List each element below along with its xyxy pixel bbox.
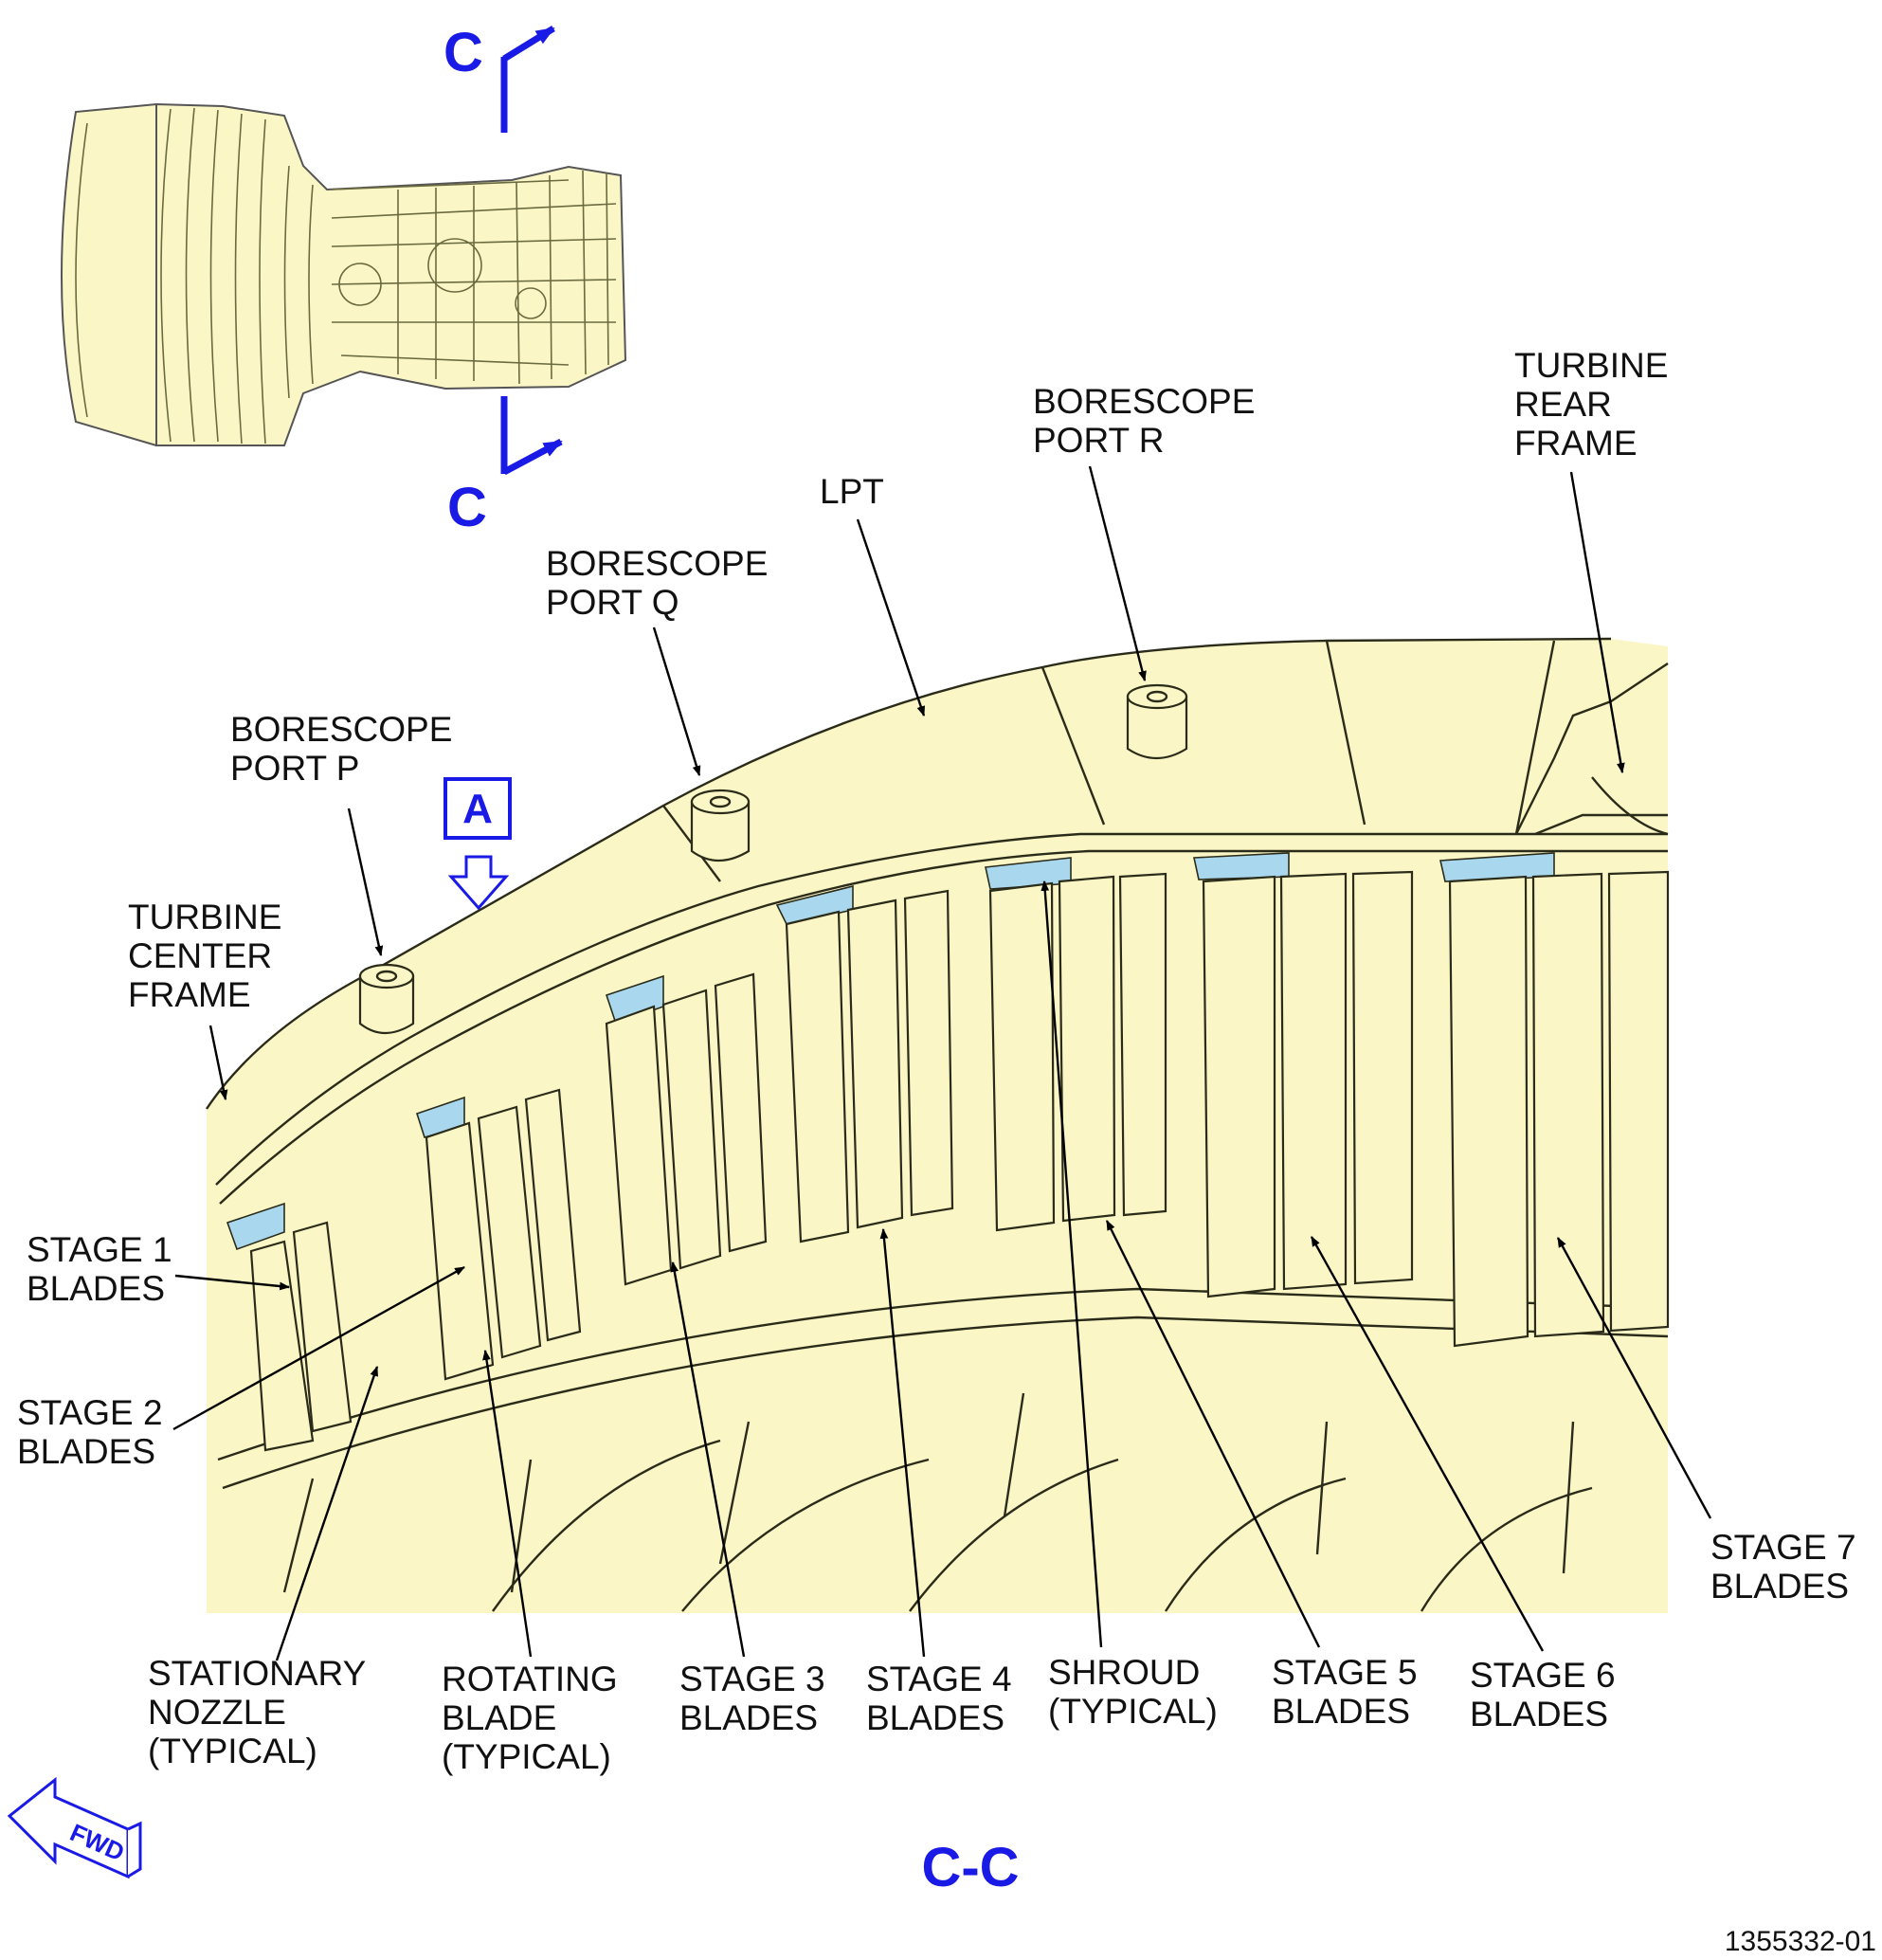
label-line: BORESCOPE bbox=[230, 710, 452, 749]
leader-turbine-rear-frame bbox=[1569, 471, 1625, 774]
label-line: SHROUD bbox=[1048, 1653, 1200, 1692]
leader-borescope-port-p bbox=[347, 808, 384, 957]
fwd-arrow: FWD bbox=[7, 1776, 142, 1879]
label-line: ROTATING bbox=[442, 1660, 618, 1698]
leader-lpt bbox=[856, 518, 926, 717]
borescope-port-r-body bbox=[1126, 683, 1188, 759]
label-line: STAGE 7 bbox=[1710, 1528, 1856, 1567]
blade-row-stage-4 bbox=[785, 889, 954, 1243]
borescope-port-p-body bbox=[358, 963, 415, 1034]
blade-row-stage-5 bbox=[988, 872, 1167, 1232]
label-line: PORT R bbox=[1033, 421, 1164, 460]
label-line: BORESCOPE bbox=[1033, 382, 1255, 421]
leader-borescope-port-q bbox=[652, 626, 701, 777]
label-line: BLADES bbox=[17, 1432, 155, 1471]
section-mark-bottom: C bbox=[447, 477, 487, 538]
label-line: FRAME bbox=[128, 975, 251, 1014]
blade-row-stage-2 bbox=[425, 1088, 582, 1381]
label-line: STAGE 6 bbox=[1470, 1656, 1616, 1695]
label-line: TURBINE bbox=[1514, 346, 1668, 385]
leader-stage-4-blades bbox=[879, 1227, 926, 1658]
blade-row-stage-6 bbox=[1202, 870, 1414, 1298]
view-marker-a-letter: A bbox=[462, 786, 493, 832]
leader-rotating-blade bbox=[482, 1349, 533, 1658]
label-line: STAGE 1 bbox=[27, 1230, 172, 1269]
label-line: REAR bbox=[1514, 385, 1612, 424]
label-line: STATIONARY bbox=[148, 1654, 366, 1693]
leader-stage-2-blades bbox=[172, 1265, 465, 1431]
label-line: FRAME bbox=[1514, 424, 1638, 463]
leader-stage-6-blades bbox=[1310, 1236, 1545, 1652]
label-line: (TYPICAL) bbox=[148, 1732, 317, 1770]
label-shroud: SHROUD(TYPICAL) bbox=[1048, 1653, 1218, 1731]
blade-row-stage-3 bbox=[605, 972, 768, 1286]
label-line: (TYPICAL) bbox=[1048, 1692, 1218, 1731]
section-mark-top: C bbox=[443, 22, 483, 83]
engine-overview-illustration bbox=[61, 102, 627, 447]
label-line: BLADES bbox=[1470, 1695, 1608, 1733]
figure-id: 1355332-01 bbox=[1725, 1926, 1876, 1957]
label-line: STAGE 5 bbox=[1272, 1653, 1418, 1692]
leader-stage-1-blades bbox=[174, 1274, 291, 1291]
leader-turbine-center-frame bbox=[208, 1025, 228, 1101]
label-line: BLADES bbox=[866, 1698, 1004, 1737]
label-line: BLADES bbox=[1710, 1567, 1849, 1606]
leader-lines bbox=[172, 465, 1712, 1661]
label-line: LPT bbox=[820, 472, 884, 511]
borescope-port-q-body bbox=[690, 789, 751, 862]
label-line: CENTER bbox=[128, 936, 272, 975]
label-line: BORESCOPE bbox=[546, 544, 768, 583]
label-lpt: LPT bbox=[820, 472, 884, 511]
label-line: STAGE 3 bbox=[679, 1660, 825, 1698]
leader-stage-7-blades bbox=[1556, 1237, 1712, 1519]
label-line: TURBINE bbox=[128, 898, 281, 936]
blade-row-stage-7 bbox=[1448, 870, 1670, 1348]
label-line: BLADE bbox=[442, 1698, 556, 1737]
label-line: PORT Q bbox=[546, 583, 679, 622]
label-line: STAGE 4 bbox=[866, 1660, 1012, 1698]
label-line: PORT P bbox=[230, 749, 359, 788]
section-cut-bottom bbox=[500, 396, 563, 476]
label-line: NOZZLE bbox=[148, 1693, 286, 1732]
view-title: C-C bbox=[921, 1837, 1019, 1898]
label-line: BLADES bbox=[679, 1698, 818, 1737]
leader-stage-3-blades bbox=[670, 1261, 746, 1658]
label-line: BLADES bbox=[27, 1269, 165, 1308]
section-cut-top bbox=[500, 26, 555, 133]
leader-stage-5-blades bbox=[1105, 1220, 1321, 1648]
leader-borescope-port-r bbox=[1088, 465, 1147, 682]
label-line: (TYPICAL) bbox=[442, 1737, 611, 1776]
blade-row-stage-1 bbox=[249, 1221, 353, 1452]
leader-shroud bbox=[1041, 880, 1103, 1648]
label-line: BLADES bbox=[1272, 1692, 1410, 1731]
view-marker-a: A bbox=[443, 777, 512, 911]
label-line: STAGE 2 bbox=[17, 1393, 163, 1432]
leader-stationary-nozzle bbox=[275, 1365, 379, 1661]
